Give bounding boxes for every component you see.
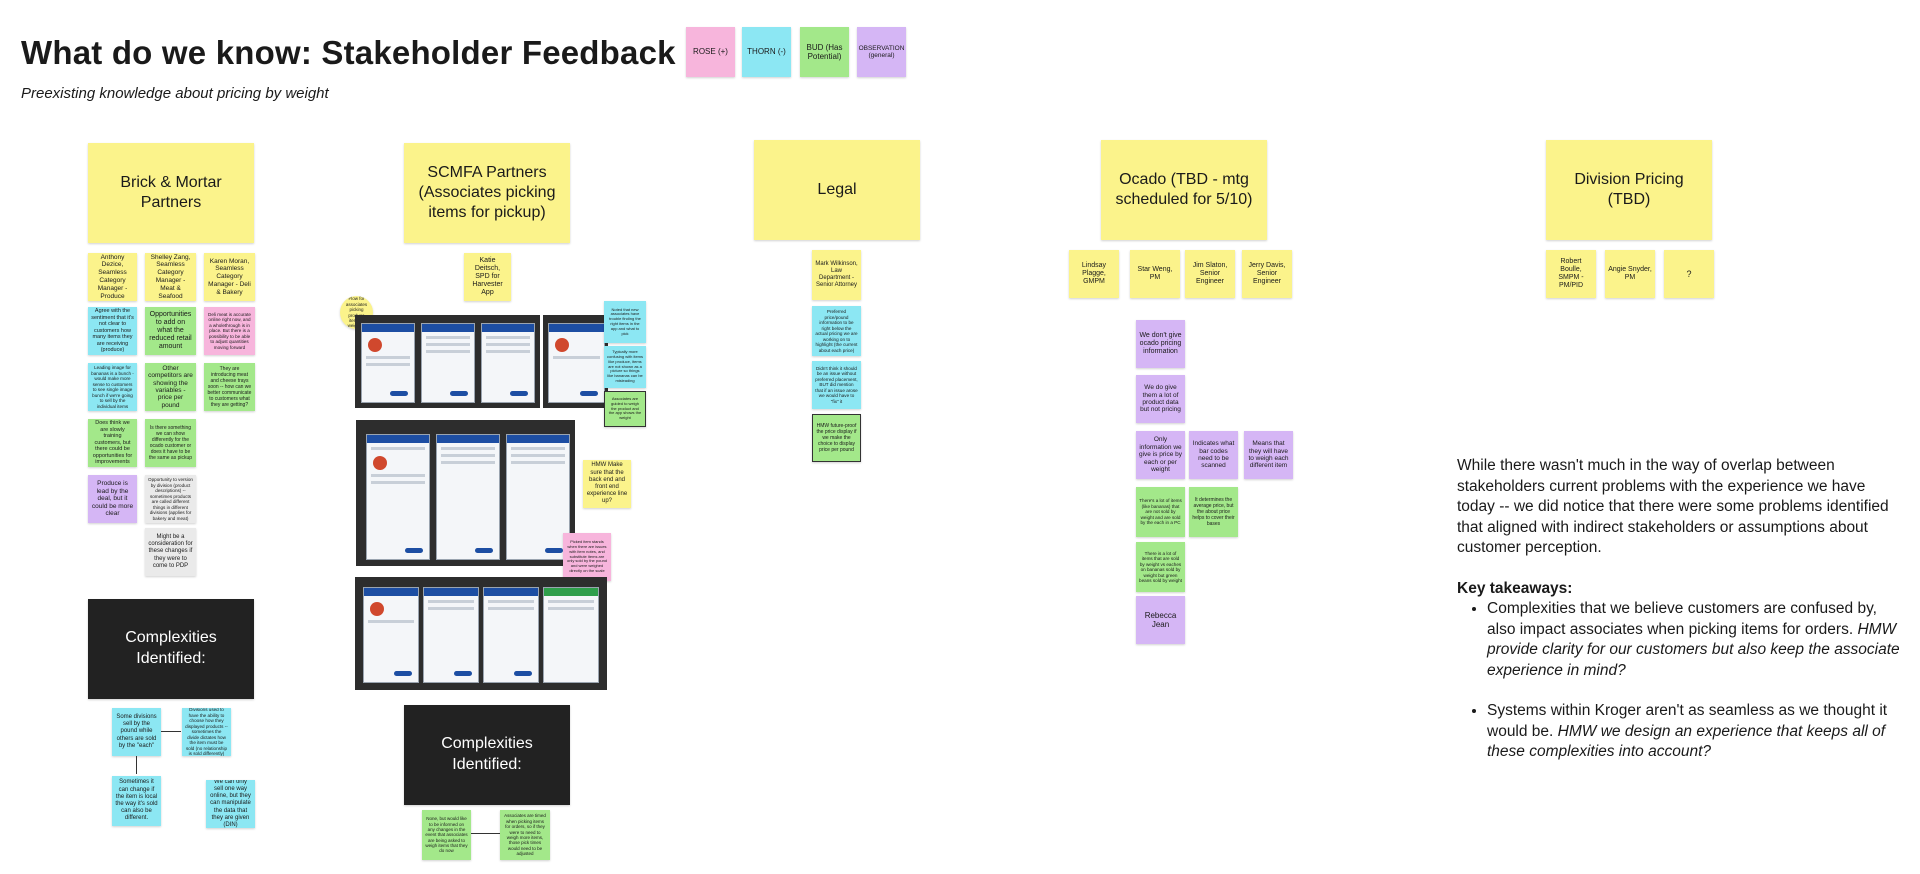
division-pricing-header[interactable]: Division Pricing (TBD)	[1546, 140, 1712, 240]
stakeholder-sticky[interactable]: Anthony Dezice, Seamless Category Manage…	[88, 253, 137, 301]
takeaways-list: Complexities that we believe customers a…	[1457, 599, 1903, 763]
complexity-sticky[interactable]: Divisions used to have the ability to ch…	[182, 708, 231, 756]
scmfa-header[interactable]: SCMFA Partners (Associates picking items…	[404, 143, 570, 243]
legend-observation-sticky[interactable]: OBSERVATION (general)	[857, 27, 906, 77]
stakeholder-sticky[interactable]: Lindsay Plagge, GMPM	[1069, 250, 1119, 298]
complexity-sticky[interactable]: We can only sell one way online, but the…	[206, 780, 255, 828]
observation-sticky[interactable]: We don't give ocado pricing information	[1136, 320, 1185, 368]
connector-arrow	[136, 756, 137, 774]
app-screenshot-group	[543, 315, 608, 408]
bud-sticky[interactable]: Opportunities to add on what the reduced…	[145, 307, 196, 355]
stakeholder-sticky[interactable]: Shelley Zang, Seamless Category Manager …	[145, 253, 196, 301]
stakeholder-sticky[interactable]: Karen Moran, Seamless Category Manager -…	[204, 253, 255, 301]
complexity-sticky[interactable]: Some divisions sell by the pound while o…	[112, 708, 161, 756]
bud-sticky[interactable]: Associates are guided to weigh the produ…	[604, 391, 646, 427]
summary-text-block[interactable]: While there wasn't much in the way of ov…	[1457, 456, 1903, 783]
bud-sticky[interactable]: There's a lot of items (like bananas) th…	[1136, 487, 1185, 537]
observation-sticky[interactable]: Opportunity to version by division (prod…	[145, 475, 196, 523]
rose-sticky[interactable]: Picked item stands when there are issues…	[563, 533, 611, 581]
hmw-sticky[interactable]: HMW Make sure that the back end and fron…	[583, 460, 631, 508]
thorn-sticky[interactable]: Agree with the sentiment that it's not c…	[88, 307, 137, 355]
key-takeaways-heading: Key takeaways:	[1457, 579, 1903, 600]
app-screenshot-group	[355, 315, 540, 408]
connector-arrow	[471, 833, 500, 834]
takeaway-item: Systems within Kroger aren't as seamless…	[1487, 701, 1903, 763]
app-screenshot-group	[355, 577, 607, 690]
observation-sticky[interactable]: Might be a consideration for these chang…	[145, 528, 196, 576]
app-screen	[543, 587, 599, 683]
app-screen	[366, 434, 430, 560]
app-screen	[483, 587, 539, 683]
app-screen	[548, 323, 605, 403]
connector-arrow	[161, 731, 181, 732]
stakeholder-sticky[interactable]: Star Weng, PM	[1130, 250, 1180, 298]
bud-sticky[interactable]: Other competitors are showing the variab…	[145, 363, 196, 411]
bud-sticky[interactable]: They are introducing meat and cheese tra…	[204, 363, 255, 411]
legend-bud-sticky[interactable]: BUD (Has Potential)	[800, 27, 849, 77]
bud-sticky[interactable]: HMW future-proof the price display if we…	[812, 414, 861, 462]
complexities-header[interactable]: Complexities Identified:	[88, 599, 254, 699]
legal-header[interactable]: Legal	[754, 140, 920, 240]
app-screen	[423, 587, 479, 683]
app-screenshot-group	[356, 420, 575, 566]
complexity-sticky[interactable]: None, but would like to be informed on a…	[422, 810, 471, 860]
stakeholder-sticky[interactable]: Robert Boulle, SMPM - PM/PID	[1546, 250, 1596, 298]
thorn-sticky[interactable]: Didn't think it should be an issue witho…	[812, 361, 861, 409]
app-screen	[361, 323, 415, 403]
stakeholder-sticky[interactable]: Mark Wilkinson, Law Department - Senior …	[812, 250, 861, 300]
observation-sticky[interactable]: Only information we give is price by eac…	[1136, 431, 1185, 479]
stakeholder-sticky[interactable]: Jim Slaton, Senior Engineer	[1185, 250, 1235, 298]
legend-rose-sticky[interactable]: ROSE (+)	[686, 27, 735, 77]
app-screen	[421, 323, 475, 403]
complexity-sticky[interactable]: Associates are timed when picking items …	[500, 810, 550, 860]
bud-sticky[interactable]: Is there something we can show different…	[145, 419, 196, 467]
complexity-sticky[interactable]: Sometimes it can change if the item is l…	[112, 776, 161, 826]
bud-sticky[interactable]: Does think we are slowly training custom…	[88, 419, 137, 467]
app-screen	[436, 434, 500, 560]
app-screen	[506, 434, 570, 560]
observation-sticky[interactable]: Rebecca Jean	[1136, 596, 1185, 644]
stakeholder-sticky[interactable]: Angie Snyder, PM	[1605, 250, 1655, 298]
observation-sticky[interactable]: Means that they will have to weigh each …	[1244, 431, 1293, 479]
bud-sticky[interactable]: There is a lot of items that are sold by…	[1136, 542, 1185, 592]
bud-sticky[interactable]: It determines the average price, but the…	[1189, 487, 1238, 537]
stakeholder-sticky[interactable]: Jerry Davis, Senior Engineer	[1242, 250, 1292, 298]
thorn-sticky[interactable]: Typically more confusing with items like…	[604, 346, 646, 388]
page-subtitle: Preexisting knowledge about pricing by w…	[21, 85, 329, 102]
thorn-sticky[interactable]: Preferred price/pound information to be …	[812, 306, 861, 356]
ocado-header[interactable]: Ocado (TBD - mtg scheduled for 5/10)	[1101, 140, 1267, 240]
observation-sticky[interactable]: We do give them a lot of product data bu…	[1136, 375, 1185, 423]
page-title: What do we know: Stakeholder Feedback	[21, 34, 676, 72]
summary-intro: While there wasn't much in the way of ov…	[1457, 456, 1903, 559]
observation-sticky[interactable]: Produce is lead by the deal, but it coul…	[88, 475, 137, 523]
legend-thorn-sticky[interactable]: THORN (-)	[742, 27, 791, 77]
rose-sticky[interactable]: Deli meat is accurate online right now, …	[204, 307, 255, 355]
thorn-sticky[interactable]: Leading image for bananas is a bunch - w…	[88, 363, 137, 411]
observation-sticky[interactable]: Indicates what bar codes need to be scan…	[1189, 431, 1238, 479]
app-screen	[481, 323, 535, 403]
app-screen	[363, 587, 419, 683]
stakeholder-sticky[interactable]: Katie Deitsch, SPD for Harvester App	[464, 253, 511, 301]
stakeholder-sticky[interactable]: ?	[1664, 250, 1714, 298]
thorn-sticky[interactable]: Noted that new associates have trouble f…	[604, 301, 646, 343]
takeaway-item: Complexities that we believe customers a…	[1487, 599, 1903, 681]
brick-mortar-header[interactable]: Brick & Mortar Partners	[88, 143, 254, 243]
complexities-header[interactable]: Complexities Identified:	[404, 705, 570, 805]
